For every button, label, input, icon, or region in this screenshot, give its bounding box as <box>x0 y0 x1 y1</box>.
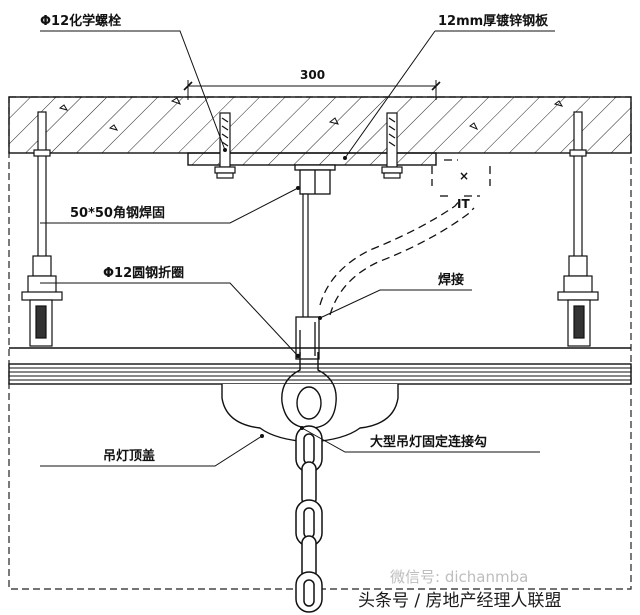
angle-steel <box>294 164 336 195</box>
cross-mark: × <box>459 169 469 183</box>
alternate-rod-dashed <box>319 159 491 316</box>
label-steel-plate: 12mm厚镀锌钢板 <box>438 13 549 29</box>
watermark: 微信号: dichanmba <box>390 568 528 586</box>
label-hook: 大型吊灯固定连接勾 <box>370 434 487 450</box>
ceiling-hanger-left <box>21 111 63 347</box>
chain <box>295 425 323 613</box>
label-weld: 焊接 <box>438 272 464 288</box>
ceiling-mark: IT <box>457 197 470 211</box>
label-lamp-cover: 吊灯顶盖 <box>103 448 155 464</box>
chemical-bolt-right <box>381 112 403 179</box>
source-caption: 头条号 / 房地产经理人联盟 <box>358 591 562 611</box>
ceiling-board <box>8 347 632 385</box>
chemical-bolt-left <box>214 112 236 179</box>
label-angle-steel: 50*50角钢焊固 <box>70 205 165 221</box>
dimension-300: 300 <box>183 68 441 100</box>
leader-dots <box>223 148 347 438</box>
concrete-slab <box>8 96 632 154</box>
label-round-steel: Φ12圆钢折圈 <box>103 265 184 281</box>
hanging-rod <box>302 193 309 321</box>
label-chemical-bolt: Φ12化学螺栓 <box>40 13 121 29</box>
ceiling-hanger-right <box>557 111 599 347</box>
leader-lines <box>40 30 555 467</box>
dimension-text: 300 <box>300 68 325 82</box>
